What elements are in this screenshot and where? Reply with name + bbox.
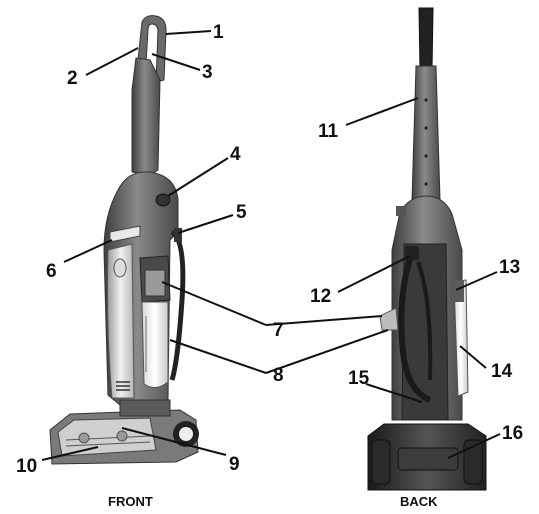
back-left-ledge (379, 307, 399, 331)
leader-4 (167, 157, 229, 197)
back-caption: BACK (400, 494, 438, 509)
leader-5 (177, 214, 234, 234)
front-control-knob (155, 193, 171, 207)
back-wand (411, 65, 441, 201)
callout-16: 16 (502, 423, 523, 444)
front-view (49, 15, 199, 465)
front-caption: FRONT (108, 494, 153, 509)
front-vents (116, 381, 130, 391)
leader-8b (265, 329, 389, 374)
back-wheels (371, 439, 483, 485)
callout-5: 5 (236, 202, 247, 223)
leader-9 (121, 427, 227, 456)
callout-14: 14 (491, 361, 513, 382)
callout-9: 9 (229, 454, 240, 475)
leader-13 (455, 271, 498, 291)
front-cord-hook (174, 228, 182, 242)
leader-16 (447, 433, 501, 459)
back-hose (398, 251, 432, 403)
callout-13: 13 (499, 257, 520, 278)
front-cord (169, 229, 186, 381)
callout-11: 11 (318, 121, 339, 142)
leader-1 (165, 30, 212, 35)
back-handle-grip (418, 7, 434, 71)
callout-6: 6 (46, 261, 57, 282)
leader-10 (41, 446, 99, 461)
front-wand (131, 57, 161, 176)
callout-4: 4 (230, 144, 241, 165)
leader-3 (151, 53, 201, 71)
callout-3: 3 (202, 62, 213, 83)
back-nozzle-center (397, 447, 459, 471)
front-brand-badge (113, 258, 127, 278)
leader-8 (169, 339, 267, 374)
leader-2 (85, 47, 139, 76)
leader-14 (459, 345, 487, 369)
leader-6 (63, 239, 113, 263)
front-brush-window (57, 417, 157, 457)
back-top-nub (396, 206, 406, 216)
back-view (367, 7, 487, 491)
front-brushes (65, 430, 151, 447)
leader-7b (265, 315, 383, 326)
back-side-cap (450, 280, 464, 302)
callout-7: 7 (273, 320, 284, 341)
callout-10: 10 (16, 456, 37, 477)
callout-2: 2 (67, 68, 78, 89)
callout-12: 12 (310, 286, 331, 307)
callout-15: 15 (348, 368, 370, 389)
leader-11 (345, 97, 419, 126)
leader-7 (161, 281, 267, 326)
leader-lines (41, 30, 501, 461)
leader-15 (365, 383, 423, 403)
callout-8: 8 (273, 365, 284, 386)
front-carry-handle (109, 225, 141, 243)
front-neck (119, 399, 171, 417)
callout-1: 1 (213, 22, 224, 43)
front-silver-panel (107, 243, 135, 399)
callout-numbers: 1 2 3 4 5 6 7 8 9 10 11 12 13 14 15 16 (16, 22, 523, 477)
front-dirty-tank (141, 301, 169, 388)
leader-12 (337, 255, 411, 293)
